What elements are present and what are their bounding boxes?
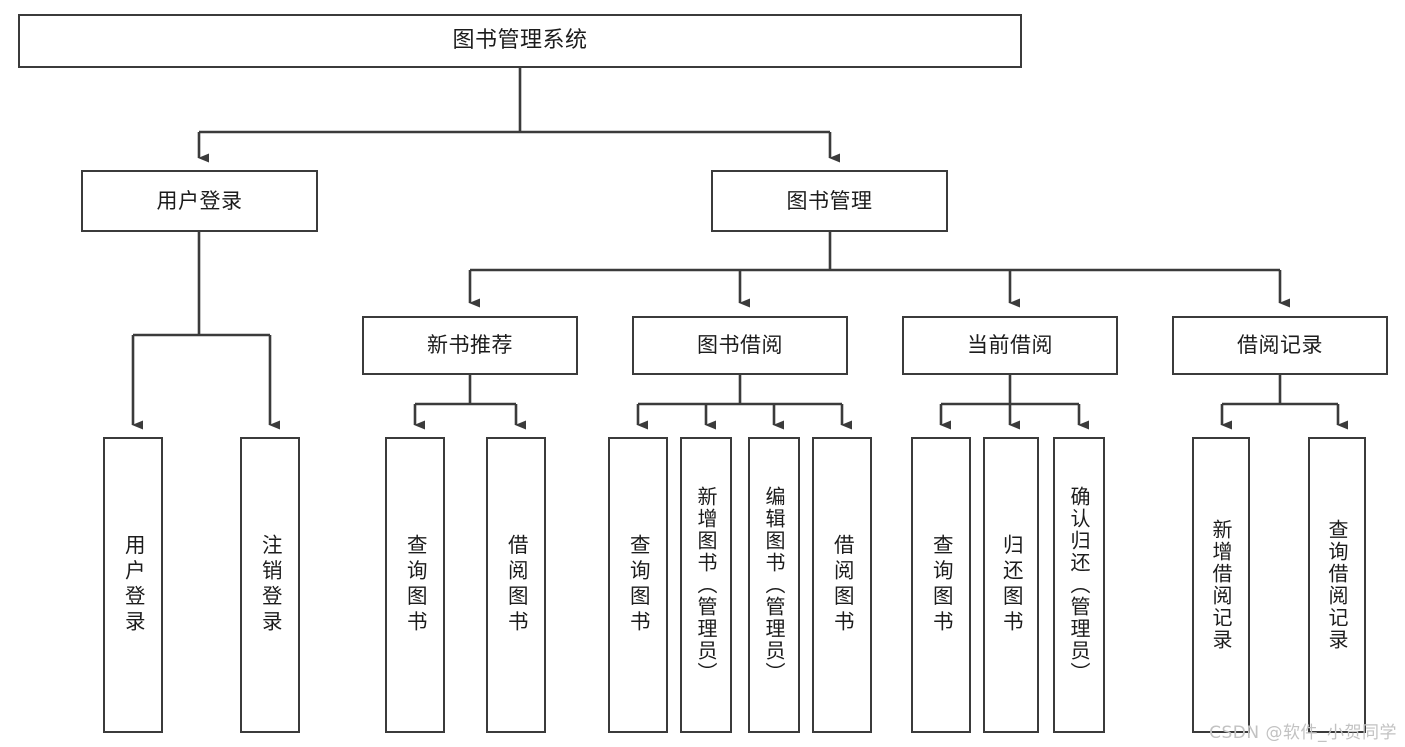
leaf-new-book-query-book[interactable]: 查询图书 — [385, 437, 445, 733]
node-label: 查询借阅记录 — [1325, 519, 1349, 651]
node-label: 新增借阅记录 — [1209, 519, 1233, 651]
leaf-book-borrow-borrow-book[interactable]: 借阅图书 — [812, 437, 872, 733]
node-label: 新书推荐 — [427, 333, 513, 358]
leaf-borrow-record-query-record[interactable]: 查询借阅记录 — [1308, 437, 1366, 733]
leaf-new-book-borrow-book[interactable]: 借阅图书 — [486, 437, 546, 733]
leaf-current-borrow-return-book[interactable]: 归还图书 — [983, 437, 1039, 733]
node-label: 用户登录 — [121, 534, 146, 636]
node-root-book-management-system[interactable]: 图书管理系统 — [18, 14, 1022, 68]
leaf-borrow-record-add-record[interactable]: 新增借阅记录 — [1192, 437, 1250, 733]
leaf-book-borrow-edit-book-admin[interactable]: 编辑图书（管理员） — [748, 437, 800, 733]
node-label: 确认归还（管理员） — [1067, 486, 1091, 684]
node-label: 查询图书 — [626, 534, 651, 636]
node-label: 借阅记录 — [1237, 333, 1323, 358]
leaf-current-borrow-query-book[interactable]: 查询图书 — [911, 437, 971, 733]
node-label: 新增图书（管理员） — [694, 486, 718, 684]
leaf-user-login-login[interactable]: 用户登录 — [103, 437, 163, 733]
node-label: 借阅图书 — [830, 534, 855, 636]
node-label: 归还图书 — [999, 534, 1024, 636]
leaf-book-borrow-query-book[interactable]: 查询图书 — [608, 437, 668, 733]
leaf-book-borrow-add-book-admin[interactable]: 新增图书（管理员） — [680, 437, 732, 733]
csdn-watermark: CSDN @软件_小贺同学 — [1209, 723, 1397, 743]
node-label: 图书借阅 — [697, 333, 783, 358]
node-label: 注销登录 — [258, 534, 283, 636]
node-current-borrow[interactable]: 当前借阅 — [902, 316, 1118, 375]
node-borrow-record[interactable]: 借阅记录 — [1172, 316, 1388, 375]
node-label: 查询图书 — [929, 534, 954, 636]
node-label: 用户登录 — [156, 188, 243, 213]
node-label: 编辑图书（管理员） — [762, 486, 786, 684]
leaf-current-borrow-confirm-return-admin[interactable]: 确认归还（管理员） — [1053, 437, 1105, 733]
node-book-management[interactable]: 图书管理 — [711, 170, 948, 232]
node-user-login[interactable]: 用户登录 — [81, 170, 318, 232]
node-label: 图书管理系统 — [452, 28, 588, 54]
node-book-borrow[interactable]: 图书借阅 — [632, 316, 848, 375]
node-label: 借阅图书 — [504, 534, 529, 636]
node-label: 图书管理 — [786, 188, 873, 213]
leaf-user-login-logout[interactable]: 注销登录 — [240, 437, 300, 733]
node-label: 当前借阅 — [967, 333, 1053, 358]
node-label: 查询图书 — [403, 534, 428, 636]
node-new-book-recommend[interactable]: 新书推荐 — [362, 316, 578, 375]
